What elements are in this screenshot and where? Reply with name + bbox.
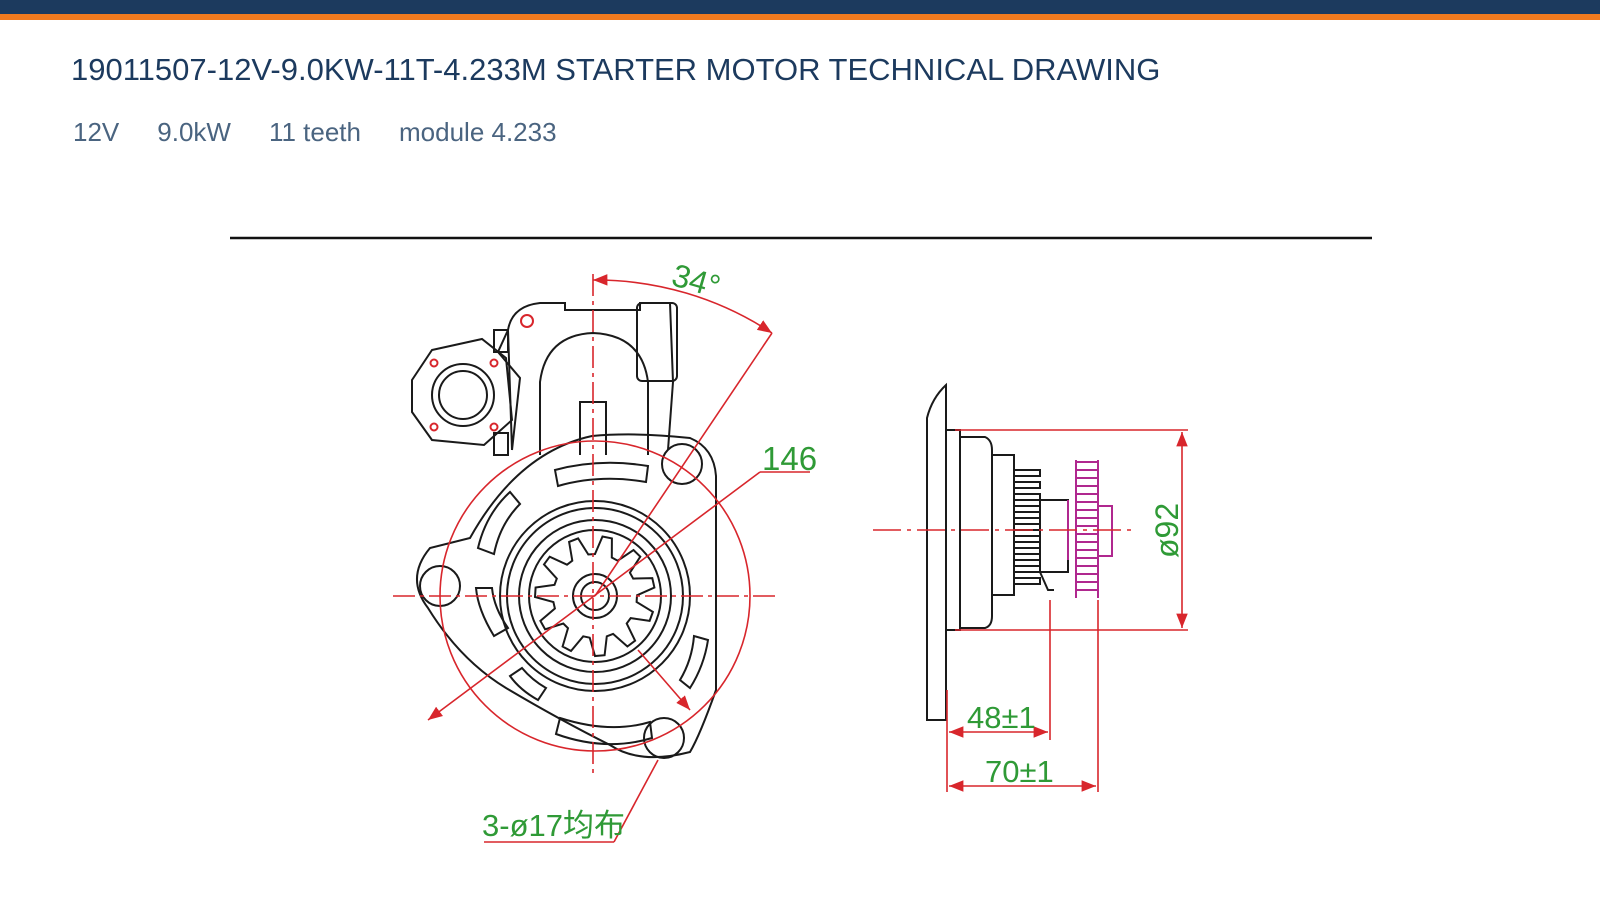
hole-leader-line: [613, 759, 659, 843]
side-shaft: [1039, 499, 1069, 573]
diameter-leader-line: [427, 471, 761, 721]
diameter-dimension-label: ø92: [1149, 503, 1185, 558]
side-flange-rim: [945, 429, 961, 631]
header-bar-orange: [0, 14, 1600, 20]
angle-dimension-label: 34°: [668, 257, 724, 305]
spec-voltage: 12V: [73, 117, 120, 147]
pinion-teeth: [533, 535, 656, 658]
side-nose-step: [991, 454, 1015, 596]
pinion-gear: [533, 535, 656, 658]
mounting-flange: [416, 433, 717, 759]
spec-list: 12V 9.0kW 11 teeth module 4.233: [73, 117, 557, 148]
page-title: 19011507-12V-9.0KW-11T-4.233M STARTER MO…: [71, 52, 1161, 87]
angle-reference-line: [594, 332, 773, 597]
ring-gear-profile: [1067, 460, 1113, 598]
hole-leader-inner: [637, 649, 691, 711]
holes-dimension-label: 3-ø17均布: [482, 808, 625, 843]
header-bar-navy: [0, 0, 1600, 14]
mounting-holes: [419, 443, 703, 759]
front-view-dimensions: [393, 274, 810, 843]
side-flange-plate: [926, 382, 947, 721]
length-48-dimension-label: 48±1: [967, 700, 1036, 735]
solenoid-housing: [496, 302, 678, 455]
spec-module: module 4.233: [399, 117, 557, 147]
side-view-dimensions: [873, 429, 1188, 792]
front-view: [411, 302, 717, 759]
flange-slots: [474, 461, 710, 746]
length-70-dimension-label: 70±1: [985, 754, 1054, 789]
angle-arc: [592, 274, 773, 334]
bolt-circle-dimension-label: 146: [762, 440, 817, 477]
terminal-stud: [411, 329, 514, 456]
side-ring-gear: [1067, 460, 1113, 598]
side-view: [926, 382, 1069, 721]
side-nose-housing: [960, 436, 993, 629]
spec-power: 9.0kW: [157, 117, 231, 147]
spec-teeth: 11 teeth: [268, 117, 361, 147]
